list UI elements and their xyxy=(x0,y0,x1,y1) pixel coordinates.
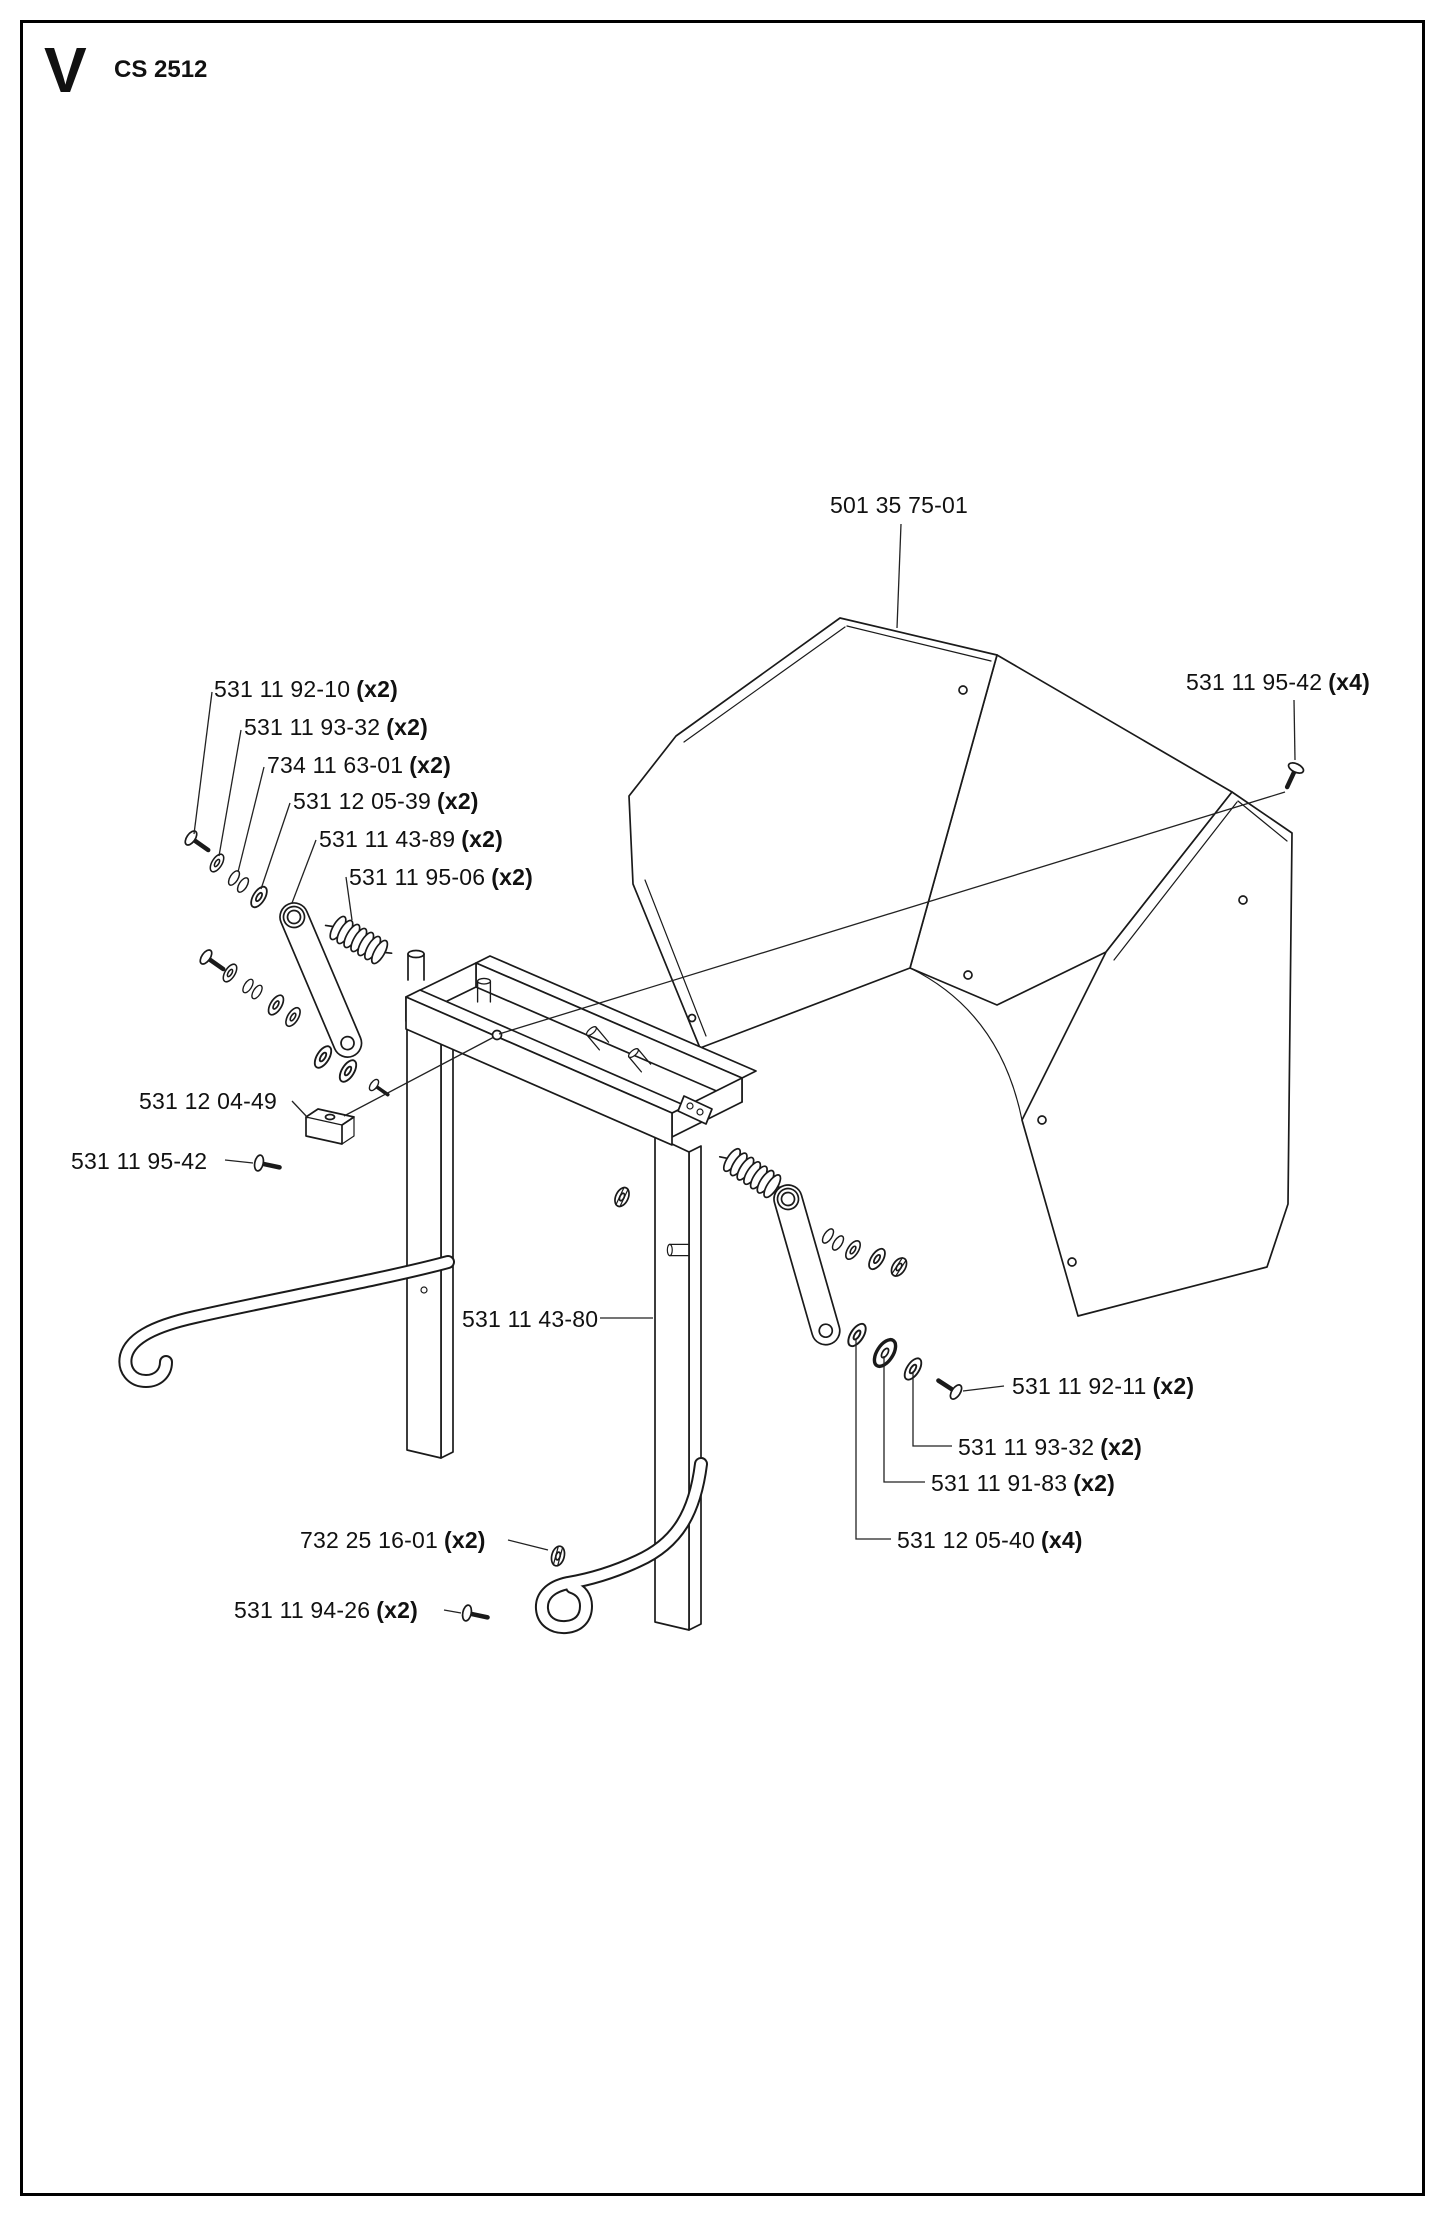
label-531-11-93-32-b: 531 11 93-32(x2) xyxy=(958,1434,1142,1460)
label-531-11-94-26: 531 11 94-26(x2) xyxy=(234,1597,418,1623)
bolt-95-42-top xyxy=(1280,761,1305,791)
label-531-12-05-39: 531 12 05-39(x2) xyxy=(293,788,479,814)
label-732-25-16-01: 732 25 16-01(x2) xyxy=(300,1527,486,1553)
left-pivot-parts xyxy=(183,829,489,1625)
handle-tube-center xyxy=(534,1457,708,1635)
label-531-12-04-49: 531 12 04-49 xyxy=(139,1088,277,1114)
handle-tube-left xyxy=(118,1255,455,1388)
frame-stand xyxy=(405,949,757,1631)
bolt-95-42-left xyxy=(253,1154,281,1175)
label-531-11-91-83: 531 11 91-83(x2) xyxy=(931,1470,1115,1496)
label-531-11-92-11: 531 11 92-11(x2) xyxy=(1012,1373,1195,1399)
label-531-11-92-10: 531 11 92-10(x2) xyxy=(214,676,398,702)
label-531-12-05-40: 531 12 05-40(x4) xyxy=(897,1527,1083,1553)
label-531-11-95-06: 531 11 95-06(x2) xyxy=(349,864,533,890)
clamp-block xyxy=(305,1108,355,1145)
handle-nut xyxy=(548,1543,568,1569)
bolt-94-26 xyxy=(461,1604,489,1625)
link-arm-right xyxy=(769,1180,844,1349)
leader-lines xyxy=(193,523,1296,1614)
bolt-92-11 xyxy=(934,1374,964,1401)
label-531-11-95-42-x4: 531 11 95-42(x4) xyxy=(1186,669,1370,695)
model-number: CS 2512 xyxy=(114,56,208,83)
spring-left xyxy=(320,909,397,970)
label-531-11-43-89: 531 11 43-89(x2) xyxy=(319,826,503,852)
label-531-11-93-32-a: 531 11 93-32(x2) xyxy=(244,714,428,740)
guard-shroud xyxy=(628,617,1293,1317)
label-734-11-63-01: 734 11 63-01(x2) xyxy=(267,752,451,778)
right-pivot-parts xyxy=(714,1141,964,1401)
label-501-35-75-01: 501 35 75-01 xyxy=(830,492,968,518)
label-531-11-43-80: 531 11 43-80 xyxy=(462,1306,599,1332)
section-letter: V xyxy=(44,34,87,106)
label-531-11-95-42: 531 11 95-42 xyxy=(71,1148,208,1174)
